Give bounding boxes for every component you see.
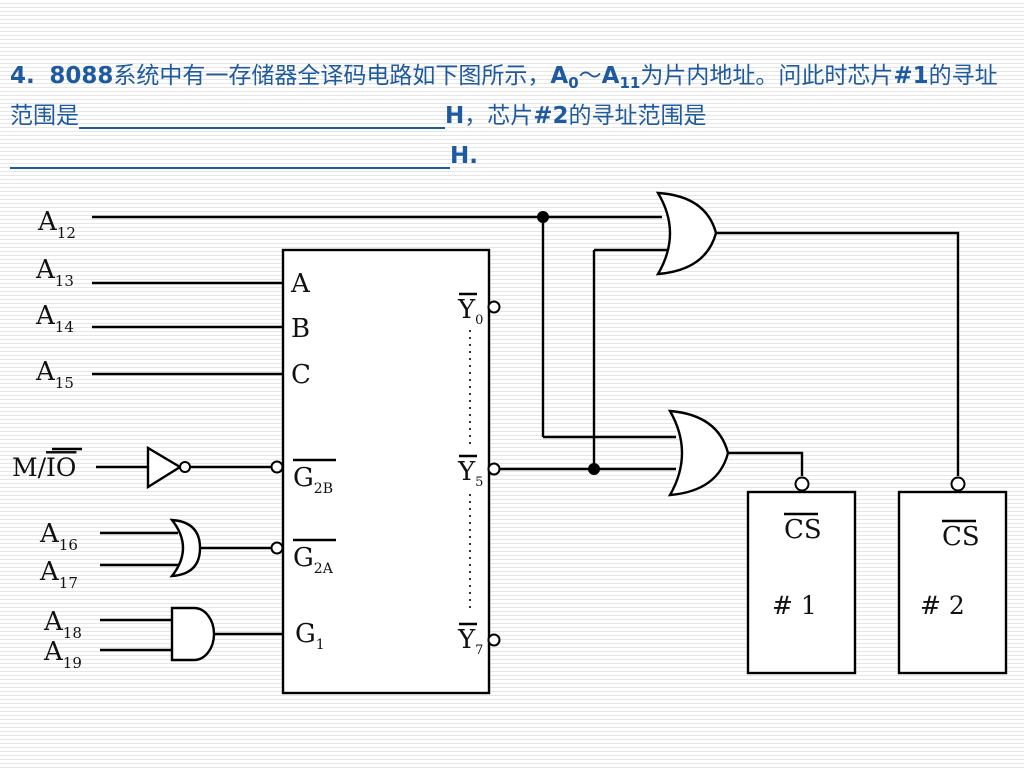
question-segment-4: ，芯片 bbox=[464, 103, 534, 129]
chip2-cs-bubble bbox=[950, 476, 966, 492]
decoder-pin-a: A bbox=[290, 269, 311, 299]
chip1-name: # 1 bbox=[772, 591, 817, 620]
decoder-pin-g2a: G2A bbox=[293, 543, 334, 577]
junction-a12 bbox=[537, 211, 549, 223]
inverter-gate bbox=[146, 445, 183, 490]
question-text: 4. 8088系统中有一存储器全译码电路如下图所示，A0～A11为片内地址。问此… bbox=[10, 56, 1014, 176]
addr-end-letter: A bbox=[601, 63, 620, 89]
input-label-a19: A19 bbox=[43, 637, 82, 672]
question-segment-3: 的寻址范围是 bbox=[10, 63, 998, 129]
memory-chip-2 bbox=[897, 490, 1008, 675]
addr-start-sub: 0 bbox=[568, 74, 579, 92]
g2a-bubble bbox=[270, 541, 284, 555]
inverter-bubble bbox=[179, 461, 191, 473]
hex-suffix-2: H bbox=[450, 143, 470, 169]
g2b-bubble bbox=[270, 460, 284, 474]
input-label-a12: A12 bbox=[37, 207, 76, 242]
wire-or2-to-chip1 bbox=[728, 451, 804, 476]
cpu-model: 8088 bbox=[49, 63, 114, 89]
question-segment-2: 为片内地址。问此时芯片 bbox=[640, 63, 894, 89]
wire-or1-to-chip2 bbox=[716, 231, 960, 476]
input-label-a18: A18 bbox=[43, 607, 82, 642]
and-gate-a18-a19 bbox=[170, 606, 216, 662]
chip1-cs-bubble bbox=[794, 476, 810, 492]
chip2-name: # 2 bbox=[920, 591, 965, 620]
question-period: . bbox=[469, 143, 478, 169]
chip1-cs-label: CS bbox=[784, 515, 822, 545]
decoder-pin-g2b: G2B bbox=[293, 463, 333, 497]
input-label-a17: A17 bbox=[39, 557, 78, 592]
question-number: 4. bbox=[10, 63, 35, 89]
decoder-out-y5: Y5 bbox=[457, 457, 483, 490]
input-label-a14: A14 bbox=[35, 301, 74, 336]
y0-bubble bbox=[487, 300, 501, 314]
decoder-pin-b: B bbox=[291, 314, 310, 344]
input-label-m-io: M/IO bbox=[12, 453, 76, 482]
chip1-ref: #1 bbox=[893, 63, 929, 89]
chip2-ref: #2 bbox=[533, 103, 569, 129]
decoder-pin-c: C bbox=[291, 360, 311, 390]
input-label-a16: A16 bbox=[39, 519, 78, 554]
decoder-out-y0: Y0 bbox=[457, 295, 483, 328]
answer-blank-1[interactable] bbox=[79, 101, 445, 129]
chip2-cs-label: CS bbox=[942, 522, 980, 552]
question-segment-5: 的寻址范围是 bbox=[568, 103, 707, 129]
hex-suffix-1: H bbox=[445, 103, 465, 129]
junction-y5 bbox=[588, 463, 600, 475]
answer-blank-2[interactable] bbox=[10, 141, 450, 169]
y5-bubble bbox=[487, 462, 501, 476]
decoder-out-y7: Y7 bbox=[457, 625, 483, 658]
question-segment-1: 系统中有一存储器全译码电路如下图所示， bbox=[113, 63, 551, 89]
input-label-a15: A15 bbox=[35, 357, 74, 392]
or-gate-chip2 bbox=[655, 191, 718, 276]
or-gate-a16-a17 bbox=[169, 518, 202, 578]
or-gate-chip1 bbox=[667, 409, 730, 497]
addr-end-sub: 11 bbox=[619, 74, 641, 92]
addr-start-letter: A bbox=[550, 63, 569, 89]
y7-bubble bbox=[487, 633, 501, 647]
addr-tilde: ～ bbox=[578, 63, 602, 89]
input-label-a13: A13 bbox=[35, 255, 74, 290]
decoder-138 bbox=[281, 248, 491, 695]
decoder-pin-g1: G1 bbox=[295, 619, 325, 653]
memory-chip-1 bbox=[746, 490, 857, 675]
